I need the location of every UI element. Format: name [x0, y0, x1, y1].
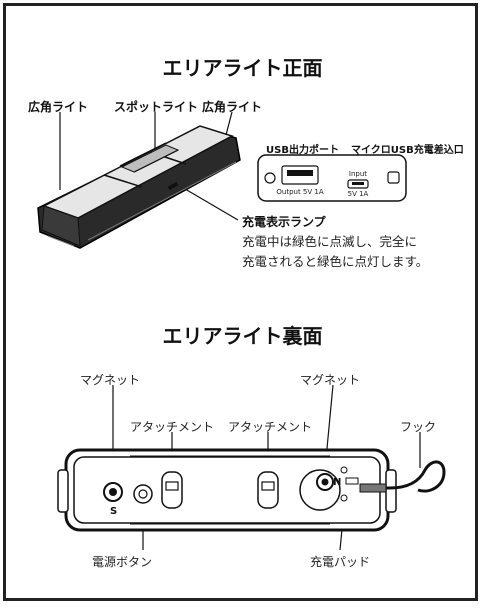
label-micro-usb-input: マイクロUSB充電差込口 [351, 145, 464, 156]
port-output-text: Output 5V 1A [276, 188, 323, 196]
mark-s: S [110, 506, 117, 517]
mark-n: N [333, 477, 341, 488]
label-wide-light-left: 広角ライト [28, 100, 89, 114]
port-panel: Output 5V 1A Input 5V 1A [257, 154, 407, 202]
label-charge-pad: 充電パッド [310, 555, 371, 569]
charge-desc-line1: 充電中は緑色に点滅し、完全に [242, 234, 418, 249]
back-device-body [57, 448, 446, 532]
page-frame [3, 3, 478, 601]
port-input-text: Input [349, 170, 367, 178]
port-input-spec: 5V 1A [348, 190, 369, 198]
front-title: エリアライト正面 [162, 56, 323, 80]
back-title: エリアライト裏面 [162, 324, 323, 348]
charge-desc-line2: 充電されると緑色に点灯します。 [242, 254, 429, 269]
label-spot-light: スポットライト [114, 100, 199, 114]
front-device-body [37, 125, 241, 249]
label-attachment-right: アタッチメント [228, 420, 313, 434]
label-magnet-right: マグネット [300, 373, 361, 387]
label-charge-lamp: 充電表示ランプ [242, 215, 326, 229]
label-magnet-left: マグネット [80, 373, 141, 387]
label-hook: フック [400, 420, 437, 434]
label-attachment-left: アタッチメント [130, 420, 215, 434]
label-usb-output-port: USB出力ポート [266, 145, 339, 156]
label-power-button: 電源ボタン [92, 555, 153, 569]
label-wide-light-right: 広角ライト [202, 100, 263, 114]
